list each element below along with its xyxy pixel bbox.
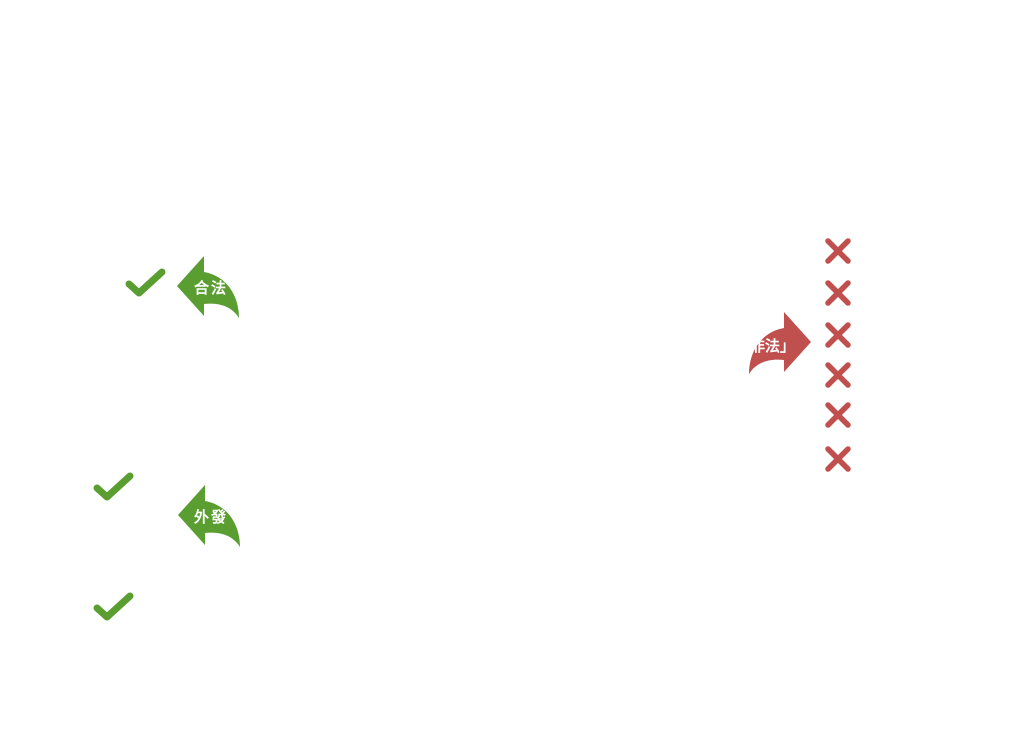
check-icon — [92, 470, 136, 504]
curved-arrow-left-icon — [178, 485, 240, 547]
badge-label-outsourced: 外發 — [194, 508, 229, 526]
curved-arrow-right-icon — [749, 312, 811, 374]
legal-arrow-badge: 合法 — [177, 256, 241, 318]
cross-icon — [824, 237, 852, 265]
curved-arrow-left-icon — [177, 256, 239, 318]
cross-icon — [824, 445, 852, 473]
cross-icon — [824, 361, 852, 389]
cross-icon — [824, 321, 852, 349]
check-icon — [124, 266, 168, 300]
badge-label-illegal: 「非法」 — [747, 337, 796, 355]
outsourced-arrow-badge: 外發 — [178, 485, 242, 547]
illegal-arrow-badge: 「非法」 — [747, 312, 811, 374]
badge-label-legal: 合法 — [194, 279, 229, 297]
check-icon — [92, 590, 136, 624]
cross-icon — [824, 279, 852, 307]
cross-icon — [824, 401, 852, 429]
